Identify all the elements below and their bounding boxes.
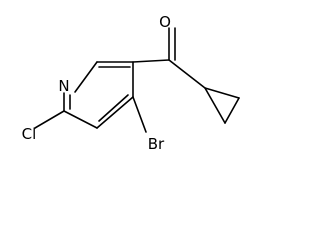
bond-c4-br bbox=[132, 96, 147, 133]
oxygen-atom-label: O bbox=[159, 13, 171, 31]
chlorine-atom-label: Cl bbox=[22, 125, 37, 143]
bond-cp-2 bbox=[224, 97, 240, 124]
bond-c3-carbonyl bbox=[132, 59, 170, 63]
bromine-atom-label: Br bbox=[148, 135, 165, 153]
bond-n-c2 bbox=[74, 61, 98, 93]
bond-c4-c5 bbox=[96, 96, 134, 129]
nitrogen-atom-label: N bbox=[58, 77, 69, 95]
pyridine-ring bbox=[63, 61, 134, 129]
cyclopropyl-ring bbox=[168, 59, 240, 124]
bond-cp-1 bbox=[204, 87, 240, 99]
bond-c5-c6 bbox=[63, 110, 98, 129]
bond-c6-cl bbox=[34, 110, 65, 129]
bond-cp-3 bbox=[204, 87, 226, 124]
chemical-structure: O N Cl Br bbox=[22, 13, 240, 153]
bond-carbonyl-cyclopropyl bbox=[168, 59, 206, 89]
bond-c4-c5-double bbox=[98, 94, 129, 122]
